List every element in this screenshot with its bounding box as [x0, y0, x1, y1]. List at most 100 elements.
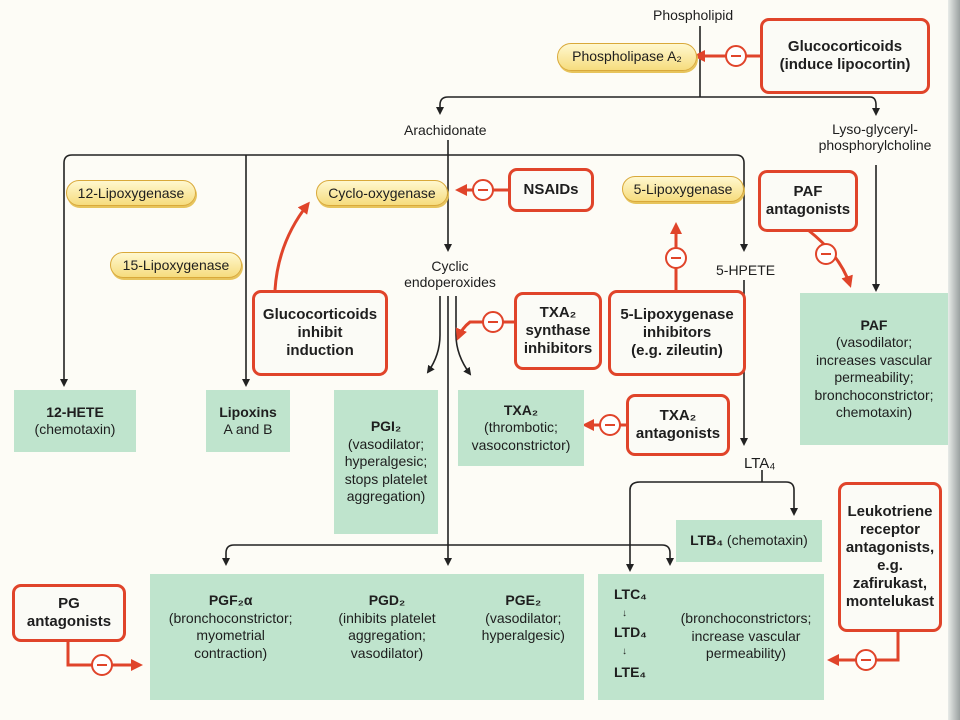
drug-line: antagonists — [635, 425, 721, 442]
product-line: bronchoconstrictor; — [814, 386, 934, 403]
pgd2-product: PGD₂ (inhibits platelet aggregation; vas… — [317, 592, 457, 662]
connector-lta4-bar — [640, 481, 795, 491]
product-line: vasoconstrictor) — [471, 436, 571, 453]
glucocorticoids-lipocortin-drug: Glucocorticoids (induce lipocortin) — [760, 18, 930, 94]
drug-line: TXA₂ — [659, 407, 697, 424]
product-line: increases vascular — [816, 351, 932, 368]
drug-line: PAF — [793, 183, 823, 200]
pg-antagonists-drug: PG antagonists — [12, 584, 126, 642]
drug-line: antagonists — [765, 201, 851, 218]
txa2-synthase-inhibitors-drug: TXA₂ synthase inhibitors — [514, 292, 602, 370]
pgf2a-product: PGF₂α (bronchoconstrictor; myometrial co… — [156, 592, 306, 662]
lyso-label: Lyso-glyceryl- phosphorylcholine — [810, 121, 940, 153]
drug-line: PG — [58, 595, 80, 612]
product-line: hyperalgesic) — [481, 627, 565, 643]
product-line: (chemotaxin) — [723, 532, 808, 549]
arachidonate-label: Arachidonate — [404, 122, 487, 138]
product-line: stops platelet — [344, 470, 428, 487]
product-line: (bronchoconstrictor; — [168, 609, 293, 626]
lox15-enzyme: 15-Lipoxygenase — [110, 252, 242, 278]
inhibit-symbols — [91, 45, 877, 676]
product-line: aggregation) — [346, 488, 426, 505]
product-title: 12-HETE — [46, 403, 104, 420]
phospholipid-label: Phospholipid — [653, 7, 734, 23]
product-title: PAF — [860, 316, 888, 333]
inhibit-gluco-induction — [273, 201, 310, 291]
drug-line: antagonists, — [845, 539, 935, 556]
connector-to-ltc — [630, 481, 641, 570]
drug-line: Glucocorticoids — [262, 306, 378, 323]
lox5-enzyme: 5-Lipoxygenase — [622, 176, 744, 202]
ltc-to-ltd-arrow: ↓ — [622, 608, 627, 619]
drug-line: inhibitors — [642, 324, 712, 341]
inhibit-symbol-txa2-synthase — [482, 311, 504, 333]
drug-line: antagonists — [26, 613, 112, 630]
hpete-label: 5-HPETE — [716, 262, 776, 278]
product-line: (vasodilator; — [835, 334, 913, 350]
inhibit-txa2-synthase — [455, 320, 516, 341]
drug-line: induction — [286, 342, 354, 359]
product-title: PGE₂ — [505, 592, 542, 608]
drug-line: inhibitors — [523, 340, 593, 357]
inhibit-symbol-paf — [815, 243, 837, 265]
lta4-label: LTA₄ — [744, 455, 776, 472]
lyso-line-1: Lyso-glyceryl- — [832, 121, 918, 137]
drug-line: e.g. — [877, 557, 903, 574]
paf-product: PAF (vasodilator; increases vascular per… — [800, 293, 948, 445]
product-line: vasodilator) — [350, 644, 424, 661]
inhibit-symbol-nsaids — [472, 179, 494, 201]
page-edge-shadow — [948, 0, 960, 720]
hete12-product: 12-HETE (chemotaxin) — [14, 390, 136, 452]
product-title: PGD₂ — [368, 592, 406, 608]
lte4-label: LTE₄ — [614, 664, 647, 680]
product-line: aggregation; — [348, 627, 426, 643]
product-line: A and B — [223, 421, 273, 437]
pgi2-product: PGI₂ (vasodilator; hyperalgesic; stops p… — [334, 390, 438, 534]
inhibit-symbol-leukotriene — [855, 649, 877, 671]
inhibit-pg-antagonists — [66, 638, 143, 671]
drug-line: receptor — [859, 521, 921, 538]
connector-to-12hete — [64, 154, 73, 385]
drug-line: (e.g. zileutin) — [631, 342, 723, 359]
drug-line: Glucocorticoids — [787, 38, 903, 55]
product-line: contraction) — [194, 644, 268, 661]
drug-line: montelukast — [845, 593, 935, 610]
cyclooxygenase-enzyme: Cyclo-oxygenase — [316, 180, 448, 206]
product-title: PGF₂α — [208, 592, 253, 608]
connector-to-pgi2 — [426, 334, 441, 374]
ltc4-label: LTC₄ — [614, 586, 647, 602]
product-line: chemotaxin) — [835, 404, 913, 420]
phospholipase-a2-enzyme: Phospholipase A₂ — [557, 43, 697, 71]
connector-arachidonate-bar — [72, 154, 745, 164]
product-line: increase vascular — [691, 627, 801, 644]
product-line: (vasodilator; — [485, 609, 562, 626]
product-title: TXA₂ — [503, 401, 539, 418]
product-line: (chemotaxin) — [34, 421, 116, 437]
drug-line: 5-Lipoxygenase — [620, 306, 734, 323]
nsaids-drug: NSAIDs — [508, 168, 594, 212]
connector-to-txa2 — [455, 334, 472, 376]
drug-line: TXA₂ — [539, 304, 577, 321]
product-line: (inhibits platelet — [338, 609, 436, 626]
pge2-product: PGE₂ (vasodilator; hyperalgesic) — [468, 592, 578, 645]
product-title: LTB₄ — [690, 532, 724, 549]
inhibit-leukotriene-antagonists — [827, 630, 900, 666]
txa2-antagonists-drug: TXA₂ antagonists — [626, 394, 730, 456]
product-line: (vasodilator; — [347, 435, 425, 452]
connector-top-split — [448, 96, 877, 106]
leukotriene-receptor-antagonists-drug: Leukotriene receptor antagonists, e.g. z… — [838, 482, 942, 632]
lox12-enzyme: 12-Lipoxygenase — [66, 180, 196, 206]
cyclic-line-1: Cyclic — [431, 258, 469, 274]
lipoxins-product: Lipoxins A and B — [206, 390, 290, 452]
lyso-line-2: phosphorylcholine — [818, 137, 932, 153]
product-title: Lipoxins — [219, 403, 277, 420]
product-line: myometrial — [196, 627, 265, 643]
product-line: (bronchoconstrictors; — [680, 610, 812, 626]
cyclic-endoperoxides-label: Cyclic endoperoxides — [400, 258, 500, 290]
product-title: PGI₂ — [370, 418, 402, 435]
drug-line: zafirukast, — [852, 575, 928, 592]
ltb4-product: LTB₄ (chemotaxin) — [676, 520, 822, 562]
inhibit-symbol-phospholipase — [725, 45, 747, 67]
product-line: permeability; — [834, 369, 914, 385]
